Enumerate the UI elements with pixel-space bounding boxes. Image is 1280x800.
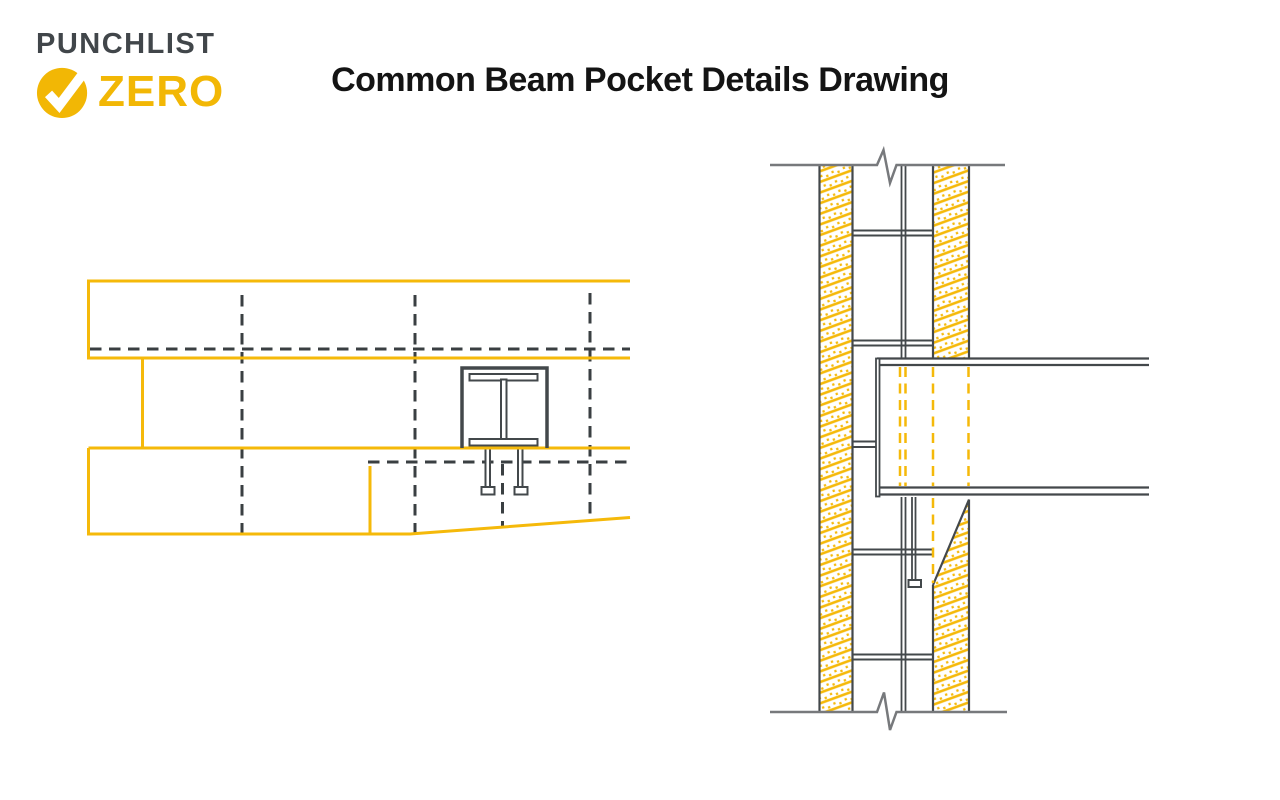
beam-end-plate — [875, 357, 881, 498]
steel-beam-section — [468, 373, 539, 447]
wall-studs — [900, 165, 907, 712]
beam-pocket-box — [460, 366, 549, 448]
check-circle-icon — [36, 67, 88, 119]
logo-word-zero: ZERO — [98, 67, 225, 116]
steel-beam-side — [875, 357, 1149, 498]
page-title: Common Beam Pocket Details Drawing — [331, 61, 949, 99]
logo-word-punchlist: PUNCHLIST — [36, 28, 216, 60]
hidden-lines-yellow-dashed — [898, 367, 970, 583]
break-line-top — [770, 145, 1005, 188]
anchor-bolts — [480, 444, 529, 496]
anchor-bolt-plate — [907, 579, 922, 588]
hidden-dashed-lines — [90, 293, 630, 534]
masonry-wythes — [818, 165, 971, 712]
blocking-rows — [853, 229, 933, 661]
slab-outlines-yellow — [87, 279, 631, 536]
punchlist-zero-logo: PUNCHLIST ZERO — [36, 30, 224, 119]
break-line-bottom — [770, 692, 1007, 731]
logo-row: ZERO — [36, 65, 224, 119]
anchor-bolt-vertical — [911, 497, 917, 580]
pocket-slope-line — [931, 499, 971, 586]
section-view-drawing — [770, 145, 1149, 731]
plan-view-drawing — [87, 279, 631, 536]
